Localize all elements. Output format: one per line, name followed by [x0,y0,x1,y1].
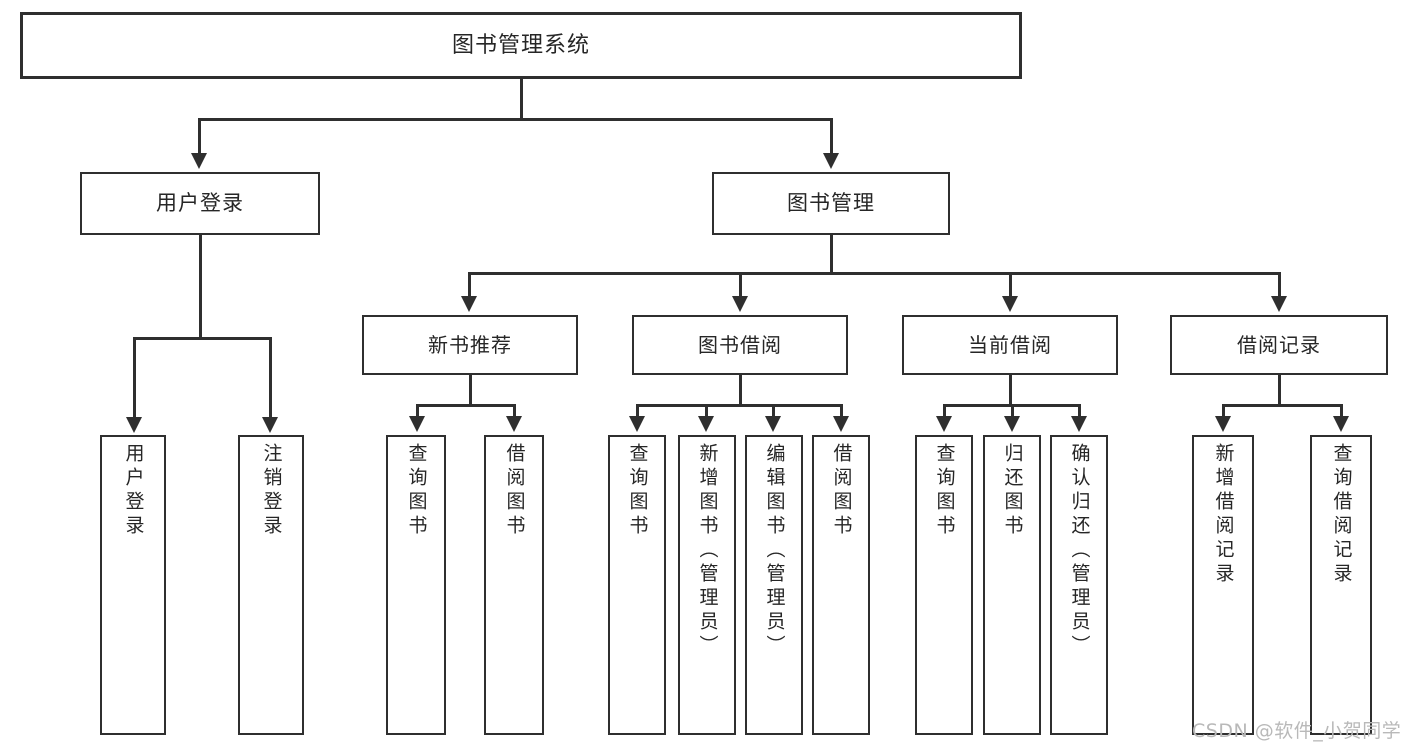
connector-to-leaf-user-login [133,337,136,418]
leaf-query-book-borrow[interactable]: 查询图书 [608,435,666,735]
leaf-borrow-book-rec[interactable]: 借阅图书 [484,435,544,735]
connector-root-to-book-mgmt [830,118,833,154]
node-label: 图书借阅 [698,332,782,357]
arrow-nbr-leaf-1 [409,416,425,432]
node-label: 查询图书 [626,443,649,539]
arrow-bb-leaf-1 [629,416,645,432]
connector-to-new-book-rec [468,272,471,297]
connector-root-to-user-login [198,118,201,154]
arrow-to-leaf-user-login [126,417,142,433]
node-label: 查询图书 [405,443,428,539]
arrow-bb-leaf-2 [698,416,714,432]
node-borrow-record[interactable]: 借阅记录 [1170,315,1388,375]
node-book-borrow[interactable]: 图书借阅 [632,315,848,375]
connector-book-mgmt-stem [830,235,833,273]
connector-cb-leaf-1 [943,404,946,417]
node-label: 确认归还（管理员） [1068,443,1091,659]
connector-to-borrow-record [1278,272,1281,297]
arrow-to-leaf-logout [262,417,278,433]
connector-bb-leaf-2 [705,404,708,417]
node-label: 图书管理 [787,191,875,216]
leaf-add-book-admin[interactable]: 新增图书（管理员） [678,435,736,735]
leaf-edit-book-admin[interactable]: 编辑图书（管理员） [745,435,803,735]
node-label: 新增借阅记录 [1212,443,1235,587]
node-root-system[interactable]: 图书管理系统 [20,12,1022,79]
connector-nbr-leaf-2 [513,404,516,417]
node-label: 图书管理系统 [451,32,590,58]
connector-borrow-record-stem [1278,375,1281,405]
node-label: 编辑图书（管理员） [763,443,786,659]
node-label: 新增图书（管理员） [696,443,719,659]
arrow-nbr-leaf-2 [506,416,522,432]
connector-cb-leaf-3 [1078,404,1081,417]
leaf-add-borrow-record[interactable]: 新增借阅记录 [1192,435,1254,735]
connector-borrow-record-bar [1222,404,1342,407]
connector-bb-leaf-4 [840,404,843,417]
arrow-br-leaf-2 [1333,416,1349,432]
arrow-to-borrow-record [1271,296,1287,312]
node-label: 查询借阅记录 [1330,443,1353,587]
node-label: 查询图书 [933,443,956,539]
node-new-book-recommend[interactable]: 新书推荐 [362,315,578,375]
node-current-borrow[interactable]: 当前借阅 [902,315,1118,375]
connector-new-book-rec-stem [469,375,472,405]
node-label: 借阅图书 [830,443,853,539]
connector-bb-leaf-1 [636,404,639,417]
connector-root-stem [520,79,523,119]
connector-new-book-rec-bar [416,404,515,407]
leaf-borrow-book[interactable]: 借阅图书 [812,435,870,735]
connector-to-leaf-logout [269,337,272,418]
leaf-query-borrow-record[interactable]: 查询借阅记录 [1310,435,1372,735]
leaf-query-book-current[interactable]: 查询图书 [915,435,973,735]
connector-cb-leaf-2 [1011,404,1014,417]
leaf-user-login[interactable]: 用户登录 [100,435,166,735]
connector-book-borrow-stem [739,375,742,405]
node-label: 归还图书 [1001,443,1024,539]
node-user-login[interactable]: 用户登录 [80,172,320,235]
leaf-confirm-return-admin[interactable]: 确认归还（管理员） [1050,435,1108,735]
arrow-bb-leaf-3 [765,416,781,432]
connector-book-mgmt-bar [468,272,1280,275]
connector-book-borrow-bar [636,404,842,407]
connector-br-leaf-2 [1340,404,1343,417]
arrow-to-current-borrow [1002,296,1018,312]
connector-user-login-bar [133,337,271,340]
node-label: 用户登录 [122,443,145,539]
connector-nbr-leaf-1 [416,404,419,417]
node-label: 用户登录 [156,191,244,216]
connector-to-book-borrow [739,272,742,297]
node-label: 注销登录 [260,443,283,539]
arrow-cb-leaf-3 [1071,416,1087,432]
arrow-to-book-borrow [732,296,748,312]
node-label: 新书推荐 [428,332,512,357]
leaf-query-book-rec[interactable]: 查询图书 [386,435,446,735]
csdn-watermark: CSDN @软件_小贺同学 [1192,720,1402,742]
connector-to-current-borrow [1009,272,1012,297]
connector-current-borrow-stem [1009,375,1012,405]
leaf-return-book[interactable]: 归还图书 [983,435,1041,735]
node-label: 当前借阅 [968,332,1052,357]
arrow-bb-leaf-4 [833,416,849,432]
arrow-to-user-login [191,153,207,169]
node-book-management[interactable]: 图书管理 [712,172,950,235]
connector-br-leaf-1 [1222,404,1225,417]
connector-bb-leaf-3 [772,404,775,417]
connector-user-login-stem [199,235,202,337]
node-label: 借阅记录 [1237,332,1321,357]
node-label: 借阅图书 [503,443,526,539]
connector-root-bar [198,118,832,121]
leaf-logout[interactable]: 注销登录 [238,435,304,735]
arrow-cb-leaf-2 [1004,416,1020,432]
arrow-cb-leaf-1 [936,416,952,432]
arrow-br-leaf-1 [1215,416,1231,432]
arrow-to-book-mgmt [823,153,839,169]
arrow-to-new-book-rec [461,296,477,312]
